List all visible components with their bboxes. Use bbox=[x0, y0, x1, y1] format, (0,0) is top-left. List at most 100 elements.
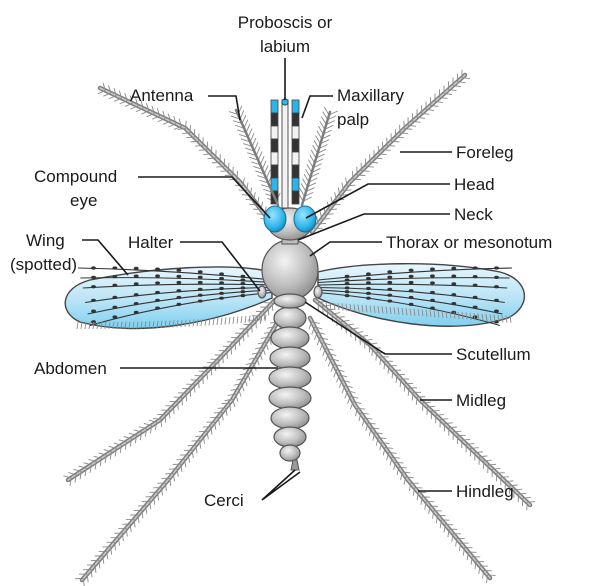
wing-spot bbox=[409, 269, 414, 272]
abdomen-segment bbox=[269, 387, 311, 409]
wing-spot bbox=[219, 277, 224, 280]
wing-spot bbox=[387, 281, 392, 284]
leg-hair bbox=[252, 325, 253, 333]
leg-hair bbox=[488, 464, 496, 465]
wing-spot bbox=[409, 281, 414, 284]
wing-spot bbox=[176, 296, 181, 299]
proboscis bbox=[282, 99, 288, 208]
wing-spot bbox=[451, 275, 456, 278]
abdomen-segment bbox=[270, 347, 310, 369]
leg-hair bbox=[169, 410, 170, 418]
palp-band bbox=[292, 165, 299, 178]
leg-hair bbox=[453, 431, 461, 432]
wing-fringe bbox=[265, 314, 266, 321]
wing-spot bbox=[345, 286, 350, 289]
leg-hair bbox=[268, 307, 269, 315]
leg-hair bbox=[423, 402, 431, 403]
wing-fringe bbox=[221, 318, 222, 325]
label-cerci: Cerci bbox=[204, 491, 244, 510]
wing-spot bbox=[494, 309, 499, 312]
wing-spot bbox=[155, 299, 160, 302]
wing-spot bbox=[219, 272, 224, 275]
label-proboscis: Proboscis or bbox=[238, 13, 333, 32]
leader-compound-eye bbox=[138, 177, 270, 218]
wing-spot bbox=[134, 267, 139, 270]
leg-hair bbox=[178, 402, 179, 410]
palp-band bbox=[271, 113, 278, 126]
label-wing-line2: (spotted) bbox=[10, 255, 77, 274]
wing-spot bbox=[112, 284, 117, 287]
wing-spot bbox=[430, 267, 435, 270]
label-midleg: Midleg bbox=[456, 391, 506, 410]
label-scutellum: Scutellum bbox=[456, 345, 531, 364]
wing-spot bbox=[91, 266, 96, 269]
wing-spot bbox=[91, 285, 96, 288]
wing-spot bbox=[409, 275, 414, 278]
leg-hair bbox=[445, 423, 453, 424]
maxillary-palp-right bbox=[292, 100, 299, 204]
wing-spot bbox=[134, 282, 139, 285]
leg-hair bbox=[239, 338, 240, 346]
wing-fringe bbox=[81, 322, 82, 329]
palp-band bbox=[292, 113, 299, 126]
wing-fringe bbox=[213, 318, 214, 325]
wing-spot bbox=[473, 296, 478, 299]
wing-spot bbox=[366, 281, 371, 284]
wing-spot bbox=[112, 306, 117, 309]
leg-hair bbox=[174, 406, 175, 414]
wing-spot bbox=[387, 270, 392, 273]
palp-band bbox=[271, 165, 278, 178]
leg-hair bbox=[186, 393, 187, 401]
leg-hair bbox=[203, 376, 204, 384]
leg-hair bbox=[458, 435, 466, 436]
leg-hair bbox=[256, 320, 257, 328]
wing-spot bbox=[494, 285, 499, 288]
leg-hair bbox=[243, 333, 244, 341]
leg-hair bbox=[501, 477, 509, 478]
wing-spot bbox=[155, 307, 160, 310]
leg-hair bbox=[492, 468, 500, 469]
wing-fringe bbox=[245, 316, 246, 323]
label-wing: Wing bbox=[26, 231, 65, 250]
wing-spot bbox=[345, 282, 350, 285]
wing-left bbox=[65, 266, 272, 328]
leg-hair bbox=[475, 452, 483, 453]
label-neck: Neck bbox=[454, 205, 493, 224]
label-thorax: Thorax or mesonotum bbox=[386, 233, 552, 252]
palp-band bbox=[292, 191, 299, 204]
palp-band bbox=[271, 126, 278, 139]
leg-hair bbox=[260, 316, 261, 324]
wing-fringe bbox=[217, 318, 218, 325]
wing-spot bbox=[366, 277, 371, 280]
leg-hair bbox=[523, 497, 531, 498]
label-halter: Halter bbox=[128, 233, 174, 252]
wing-spot bbox=[241, 294, 246, 297]
label-proboscis-line2: labium bbox=[260, 37, 310, 56]
maxillary-palp-left bbox=[271, 100, 278, 204]
wing-spot bbox=[176, 269, 181, 272]
wing-spot bbox=[473, 266, 478, 269]
leg-hair bbox=[227, 351, 228, 359]
leg-hair bbox=[471, 448, 479, 449]
wing-spot bbox=[219, 297, 224, 300]
wing-spot bbox=[366, 297, 371, 300]
wing-spot bbox=[366, 292, 371, 295]
palp-band bbox=[292, 100, 299, 113]
wing-spot bbox=[430, 291, 435, 294]
wing-fringe bbox=[249, 316, 250, 323]
wing-spot bbox=[198, 276, 203, 279]
leg-hair bbox=[462, 439, 470, 440]
wing-spot bbox=[134, 293, 139, 296]
label-foreleg: Foreleg bbox=[456, 143, 514, 162]
wing-spot bbox=[430, 299, 435, 302]
scutellum bbox=[274, 294, 306, 308]
wing-spot bbox=[176, 289, 181, 292]
leg-hair bbox=[497, 473, 505, 474]
wing-spot bbox=[219, 281, 224, 284]
thorax bbox=[262, 240, 318, 300]
wing-spot bbox=[219, 292, 224, 295]
leg-hair bbox=[161, 419, 162, 427]
wing-spot bbox=[134, 275, 139, 278]
wing-spot bbox=[409, 296, 414, 299]
